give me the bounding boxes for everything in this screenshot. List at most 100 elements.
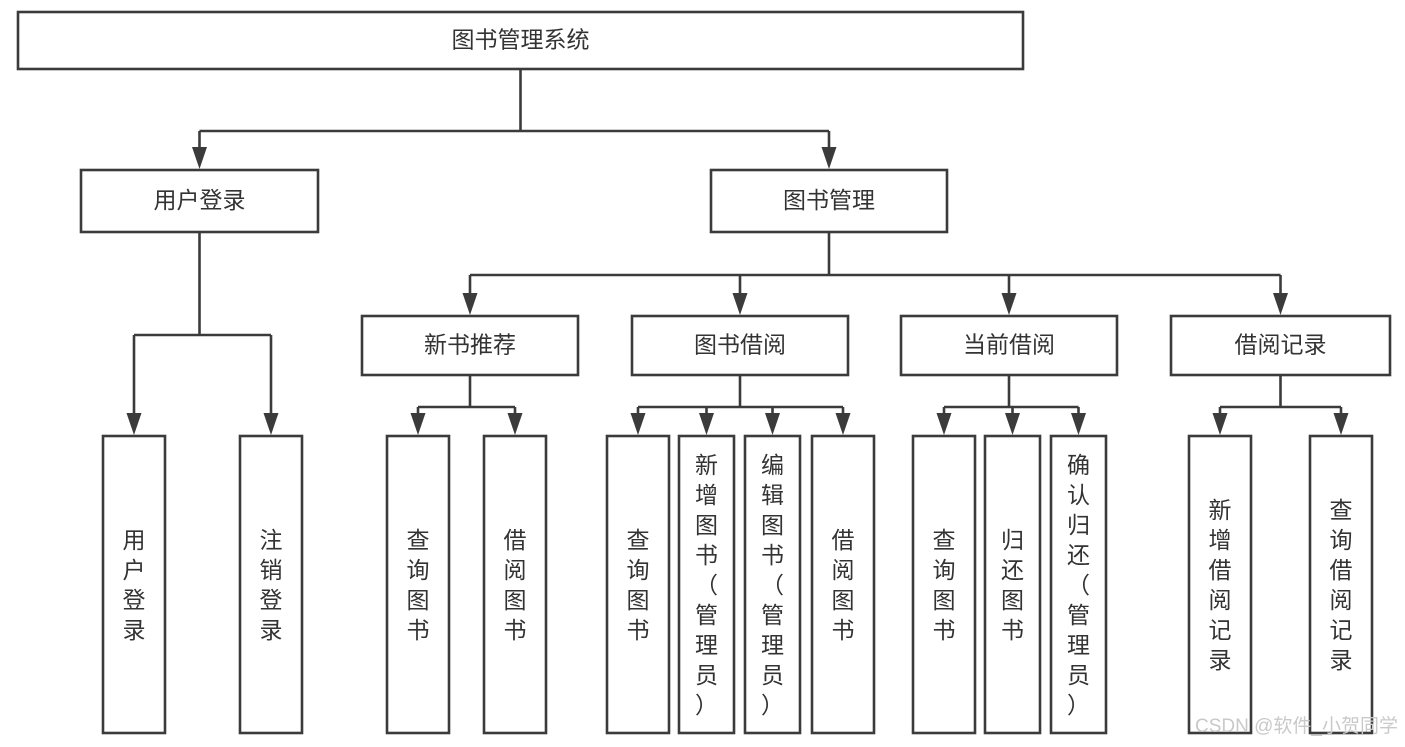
- leaf-leaf-user-login-box[interactable]: [101, 434, 167, 735]
- svg-text:管: 管: [1067, 602, 1090, 628]
- leaf-leaf-query-book-current-box[interactable]: [911, 434, 977, 735]
- svg-text:）: ）: [695, 692, 718, 718]
- leaf-leaf-borrow-book-box[interactable]: [810, 434, 876, 735]
- svg-text:图: 图: [407, 587, 430, 613]
- svg-text:询: 询: [933, 557, 956, 583]
- svg-text:借: 借: [1330, 557, 1353, 583]
- svg-text:查: 查: [1330, 497, 1353, 523]
- svg-text:管: 管: [761, 602, 784, 628]
- node-new-book-recommend-label: 新书推荐: [424, 332, 516, 358]
- arrow-head-icon: [630, 413, 646, 435]
- svg-text:理: 理: [695, 632, 718, 658]
- svg-text:借: 借: [1209, 557, 1232, 583]
- svg-text:阅: 阅: [1330, 587, 1353, 613]
- svg-text:图: 图: [1001, 587, 1024, 613]
- svg-text:（: （: [1067, 572, 1090, 598]
- node-book-management-box[interactable]: [709, 168, 949, 234]
- svg-text:销: 销: [260, 557, 283, 583]
- arrow-head-icon: [126, 413, 142, 435]
- svg-text:图: 图: [832, 587, 855, 613]
- leaf-leaf-return-book-box[interactable]: [983, 434, 1042, 735]
- svg-text:增: 增: [695, 482, 718, 508]
- svg-text:图: 图: [504, 587, 527, 613]
- svg-text:登: 登: [123, 587, 146, 613]
- svg-text:归: 归: [1067, 512, 1090, 538]
- svg-text:阅: 阅: [504, 557, 527, 583]
- leaf-leaf-query-book-rec-box[interactable]: [385, 434, 451, 735]
- svg-text:书: 书: [407, 617, 430, 643]
- svg-text:阅: 阅: [832, 557, 855, 583]
- node-borrow-record-box[interactable]: [1169, 314, 1392, 377]
- arrow-head-icon: [263, 413, 279, 435]
- node-book-borrow-box[interactable]: [630, 314, 850, 377]
- node-new-book-recommend-box[interactable]: [360, 314, 580, 377]
- svg-text:图: 图: [695, 512, 718, 538]
- leaf-leaf-add-book-box[interactable]: [677, 434, 736, 735]
- leaf-leaf-user-login-label: 用户登录: [123, 527, 146, 643]
- svg-text:）: ）: [761, 692, 784, 718]
- arrow-head-icon: [936, 413, 952, 435]
- svg-text:用: 用: [123, 527, 146, 553]
- svg-text:注: 注: [260, 527, 283, 553]
- node-book-management-label: 图书管理: [783, 187, 875, 213]
- arrow-head-icon: [1212, 413, 1228, 435]
- leaf-leaf-query-borrow-record-box[interactable]: [1308, 434, 1374, 735]
- node-borrow-record-label: 借阅记录: [1235, 332, 1327, 358]
- node-labels-layer: 图书管理系统用户登录图书管理新书推荐图书借阅当前借阅借阅记录用户登录注销登录查询…: [123, 27, 1353, 718]
- svg-text:（: （: [695, 572, 718, 598]
- svg-text:询: 询: [407, 557, 430, 583]
- csdn-watermark: CSDN @软件_小贺同学: [1195, 715, 1398, 737]
- svg-text:员: 员: [695, 662, 718, 688]
- svg-text:询: 询: [627, 557, 650, 583]
- arrow-head-icon: [835, 413, 851, 435]
- svg-text:员: 员: [1067, 662, 1090, 688]
- svg-text:图: 图: [933, 587, 956, 613]
- svg-text:增: 增: [1209, 527, 1232, 553]
- leaf-leaf-borrow-book-rec-box[interactable]: [482, 434, 548, 735]
- svg-text:书: 书: [1001, 617, 1024, 643]
- svg-text:借: 借: [504, 527, 527, 553]
- arrow-head-icon: [699, 413, 714, 435]
- leaf-leaf-query-book-borrow-box[interactable]: [605, 434, 671, 735]
- svg-text:询: 询: [1330, 527, 1353, 553]
- leaf-leaf-confirm-return-box[interactable]: [1049, 434, 1108, 735]
- node-current-borrow-label: 当前借阅: [963, 332, 1055, 358]
- arrow-head-icon: [192, 147, 207, 169]
- leaf-leaf-user-logout-box[interactable]: [238, 434, 304, 735]
- svg-text:查: 查: [407, 527, 430, 553]
- root-node-root-box[interactable]: [16, 10, 1025, 71]
- svg-text:书: 书: [627, 617, 650, 643]
- svg-text:认: 认: [1067, 482, 1090, 508]
- arrow-head-icon: [462, 293, 478, 315]
- connectors-layer: [126, 69, 1349, 435]
- arrow-head-icon: [1071, 413, 1086, 435]
- arrow-head-icon: [1005, 413, 1020, 435]
- leaf-leaf-add-borrow-record-box[interactable]: [1187, 434, 1253, 735]
- node-current-borrow-box[interactable]: [899, 314, 1119, 377]
- svg-text:录: 录: [1209, 647, 1232, 673]
- arrow-head-icon: [1273, 293, 1288, 315]
- arrow-head-icon: [507, 413, 523, 435]
- svg-text:查: 查: [627, 527, 650, 553]
- arrow-head-icon: [765, 413, 780, 435]
- node-user-login-label: 用户登录: [154, 187, 246, 213]
- svg-text:查: 查: [933, 527, 956, 553]
- svg-text:录: 录: [1330, 647, 1353, 673]
- svg-text:编: 编: [761, 452, 784, 478]
- svg-text:）: ）: [1067, 692, 1090, 718]
- svg-text:（: （: [761, 572, 784, 598]
- node-user-login-box[interactable]: [79, 168, 320, 234]
- svg-text:归: 归: [1001, 527, 1024, 553]
- svg-text:书: 书: [832, 617, 855, 643]
- node-book-borrow-label: 图书借阅: [694, 332, 786, 358]
- leaf-leaf-edit-book-box[interactable]: [743, 434, 802, 735]
